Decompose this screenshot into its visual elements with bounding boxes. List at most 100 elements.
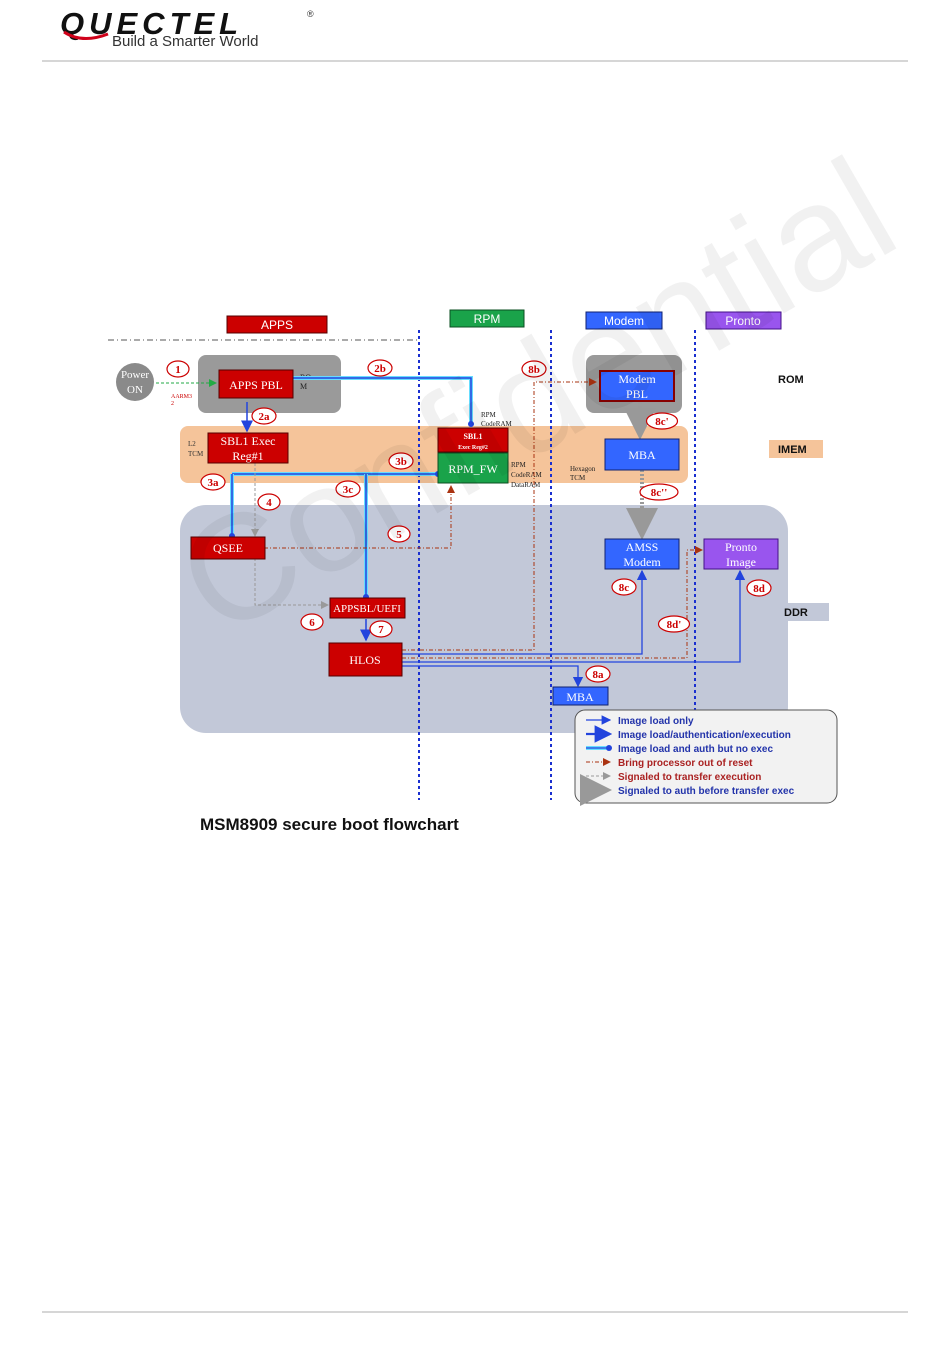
svg-text:7: 7 <box>378 624 384 636</box>
block-mba-ddr: MBA <box>552 686 609 706</box>
figure-caption: MSM8909 secure boot flowchart <box>200 815 459 834</box>
column-header-apps: APPS <box>226 315 328 334</box>
svg-text:Image load only: Image load only <box>618 716 694 727</box>
svg-text:8c: 8c <box>619 582 630 594</box>
step-label-2b: 2b <box>367 359 393 377</box>
flow-8a <box>402 665 584 688</box>
step-label-1: 1 <box>166 360 190 378</box>
svg-text:Exec Reg#2: Exec Reg#2 <box>458 445 488 451</box>
block-mba-imem: MBA <box>604 438 680 471</box>
block-sbl1-rpm: SBL1 Exec Reg#2 <box>437 427 509 453</box>
legend: Image load only Image load/authenticatio… <box>574 709 838 806</box>
flow-5 <box>264 485 455 549</box>
svg-text:MBA: MBA <box>566 690 594 704</box>
svg-text:Bring processor out of reset: Bring processor out of reset <box>618 758 753 769</box>
svg-text:APPS PBL: APPS PBL <box>229 378 283 392</box>
aarm-label-2: 2 <box>171 401 174 407</box>
flow-8d <box>402 569 746 663</box>
step-label-8d: 8d <box>746 579 772 597</box>
svg-text:RPM: RPM <box>474 312 501 326</box>
flow-2b <box>292 377 472 424</box>
svg-text:Power: Power <box>121 369 149 381</box>
imem-label: IMEM <box>778 444 807 456</box>
step-label-8c: 8c <box>611 578 637 596</box>
rpm-data-label: RPM <box>511 461 527 469</box>
block-appsbl: APPSBL/UEFI <box>329 597 406 619</box>
flow-8c <box>402 569 648 655</box>
svg-text:Pronto: Pronto <box>725 540 757 554</box>
l2-tcm-label: L2 <box>188 440 196 448</box>
svg-text:MBA: MBA <box>628 448 656 462</box>
svg-text:Signaled to auth before transf: Signaled to auth before transfer exec <box>618 786 795 797</box>
hexagon-tcm-label-2: TCM <box>570 474 586 482</box>
svg-text:AMSS: AMSS <box>626 540 659 554</box>
ddr-label: DDR <box>784 607 808 619</box>
svg-text:3c: 3c <box>343 484 354 496</box>
logo-swoosh-icon <box>63 30 109 40</box>
svg-text:Modem: Modem <box>623 555 661 569</box>
imem-region <box>180 426 688 483</box>
step-label-8dp: 8d' <box>657 615 691 633</box>
header-divider <box>42 60 908 62</box>
step-label-3b: 3b <box>388 452 414 470</box>
svg-text:1: 1 <box>175 364 181 376</box>
step-label-3a: 3a <box>200 473 226 491</box>
step-label-5: 5 <box>387 525 411 543</box>
svg-text:SBL1: SBL1 <box>463 432 482 441</box>
step-label-6: 6 <box>300 613 324 631</box>
block-qsee: QSEE <box>190 536 266 560</box>
svg-text:4: 4 <box>266 497 272 509</box>
ddr-legend-box <box>777 603 829 621</box>
svg-text:3b: 3b <box>395 456 407 468</box>
rom-small-label-2: M <box>300 382 307 391</box>
step-label-8cpp: 8c'' <box>639 483 679 501</box>
svg-text:5: 5 <box>396 529 402 541</box>
registered-mark: ® <box>307 9 314 19</box>
svg-text:2a: 2a <box>259 411 271 423</box>
step-label-4: 4 <box>257 493 281 511</box>
hexagon-tcm-label: Hexagon <box>570 465 596 473</box>
svg-text:8c': 8c' <box>655 416 668 428</box>
rom-label: ROM <box>778 374 804 386</box>
flow-2b-dot <box>468 421 474 427</box>
footer-divider <box>42 1311 908 1313</box>
svg-text:8a: 8a <box>593 669 605 681</box>
column-header-rpm: RPM <box>449 309 525 328</box>
svg-text:Modem: Modem <box>604 314 644 328</box>
svg-text:QSEE: QSEE <box>213 541 243 555</box>
svg-text:8b: 8b <box>528 364 540 376</box>
step-label-8a: 8a <box>585 665 611 683</box>
svg-text:Pronto: Pronto <box>725 314 761 328</box>
flow-8d-prime <box>402 546 703 659</box>
svg-text:Image load and auth but no exe: Image load and auth but no exec <box>618 744 773 755</box>
svg-text:Image: Image <box>726 555 756 569</box>
step-label-8b: 8b <box>521 360 547 378</box>
svg-text:8d': 8d' <box>667 619 682 631</box>
power-on-node: Power ON <box>116 363 154 401</box>
rpm-data-label-2: CodeRAM <box>511 471 543 479</box>
rpm-coderam-label-2: CodeRAM <box>481 420 513 428</box>
svg-text:SBL1 Exec: SBL1 Exec <box>221 434 276 448</box>
flow-8b <box>402 378 597 651</box>
block-pronto-image: Pronto Image <box>703 538 779 570</box>
step-labels: 1 2a 2b 3a 3b 3c 4 5 6 7 8a 8b 8c 8c' 8c'' 8d 8d' <box>166 359 772 683</box>
svg-text:Modem: Modem <box>618 372 656 386</box>
svg-text:Reg#1: Reg#1 <box>232 449 263 463</box>
block-amss: AMSS Modem <box>604 538 680 570</box>
svg-text:APPS: APPS <box>261 318 293 332</box>
rpm-data-label-3: DataRAM <box>511 481 541 489</box>
svg-text:6: 6 <box>309 617 315 629</box>
step-label-3c: 3c <box>335 480 361 498</box>
svg-text:APPSBL/UEFI: APPSBL/UEFI <box>333 603 401 615</box>
column-header-modem: Modem <box>585 311 663 330</box>
svg-text:ON: ON <box>127 384 143 396</box>
svg-text:Image load/authentication/exec: Image load/authentication/execution <box>618 730 791 741</box>
block-apps-pbl: APPS PBL <box>218 369 294 399</box>
flow-6 <box>254 548 329 609</box>
svg-text:8d: 8d <box>753 583 765 595</box>
block-sbl1: SBL1 Exec Reg#1 <box>207 432 289 464</box>
step-label-8cp: 8c' <box>645 412 679 430</box>
step-label-2a: 2a <box>251 407 277 425</box>
svg-text:PBL: PBL <box>626 387 648 401</box>
block-modem-pbl: Modem PBL <box>599 370 675 402</box>
